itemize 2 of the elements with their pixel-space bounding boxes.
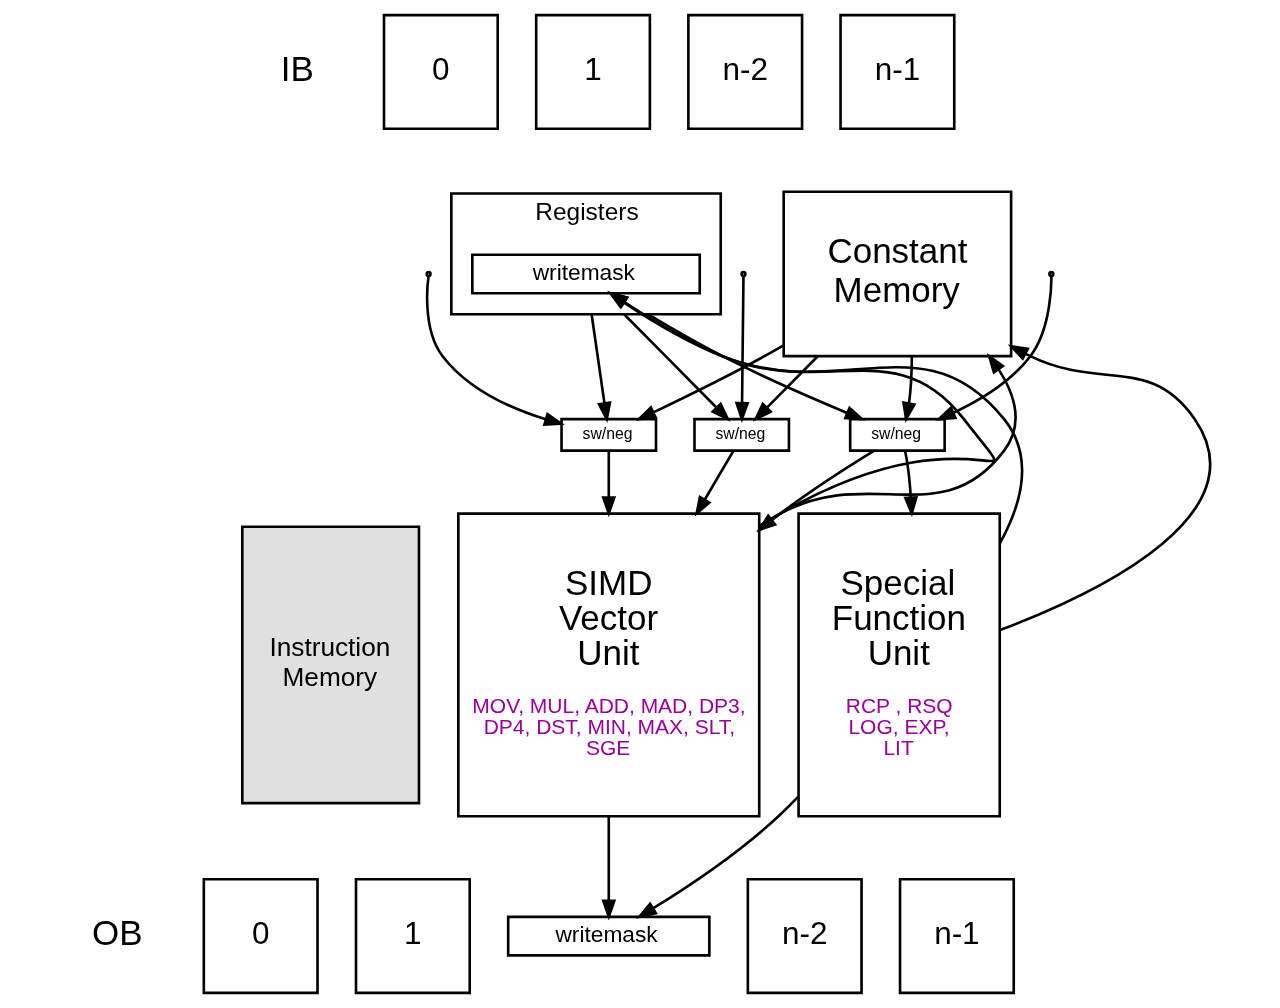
label: IB bbox=[280, 48, 314, 88]
label: OB bbox=[91, 912, 142, 952]
